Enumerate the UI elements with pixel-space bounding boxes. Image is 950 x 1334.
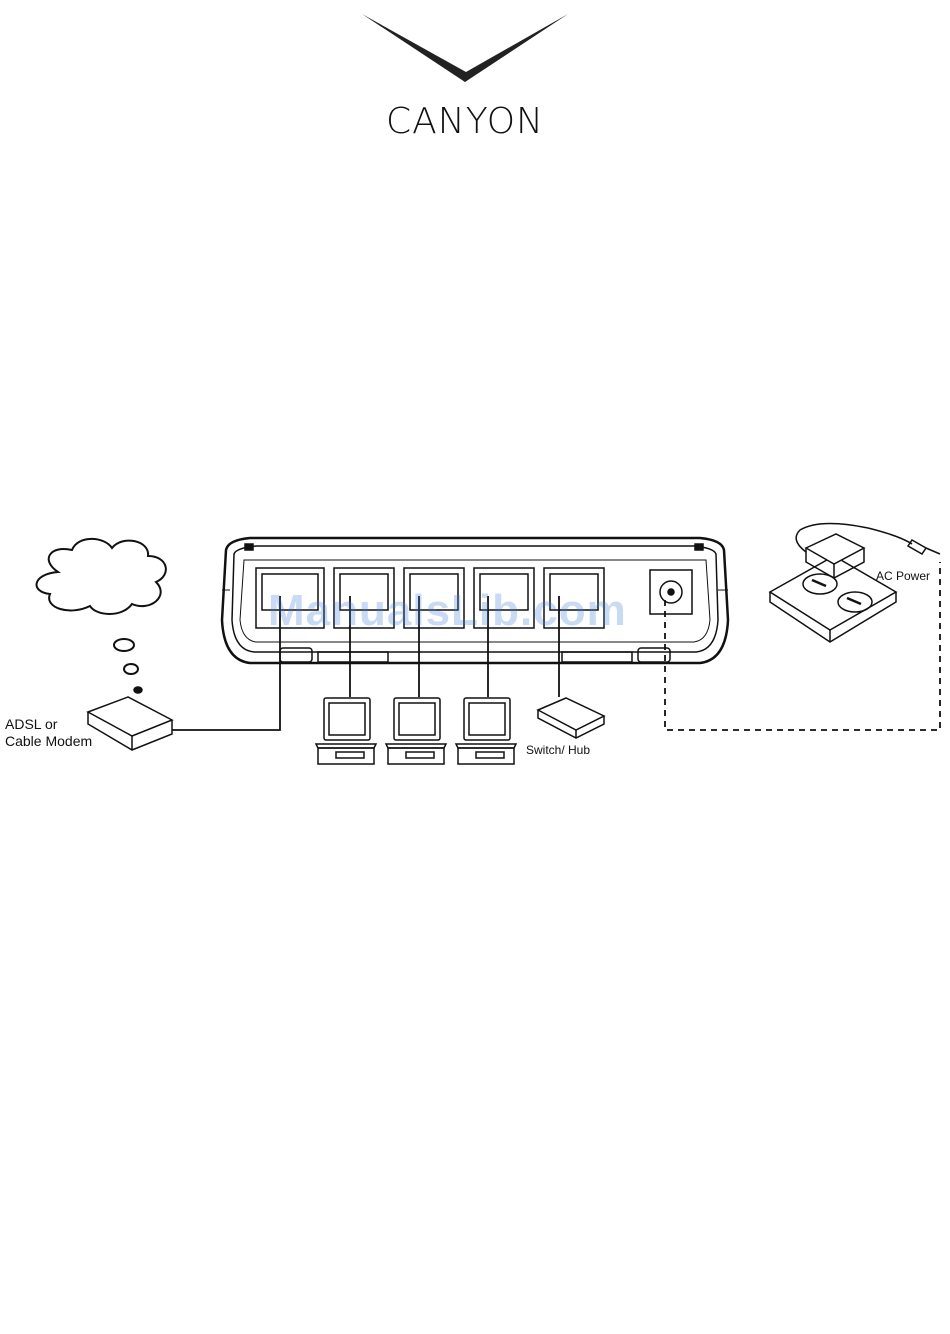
- modem-label: ADSL or Cable Modem: [5, 716, 92, 750]
- modem-label-line2: Cable Modem: [5, 733, 92, 750]
- modem-icon: [88, 697, 172, 750]
- switch-hub-icon: [538, 698, 604, 738]
- modem-label-line1: ADSL or: [5, 716, 92, 733]
- computer-icon: [386, 698, 446, 764]
- ac-power-label: AC Power: [876, 569, 930, 583]
- watermark: ManualsLib.com: [268, 586, 627, 636]
- computer-icon: [316, 698, 376, 764]
- computer-icon: [456, 698, 516, 764]
- switch-hub-label: Switch/ Hub: [526, 743, 590, 757]
- internet-cloud-icon: [37, 539, 166, 693]
